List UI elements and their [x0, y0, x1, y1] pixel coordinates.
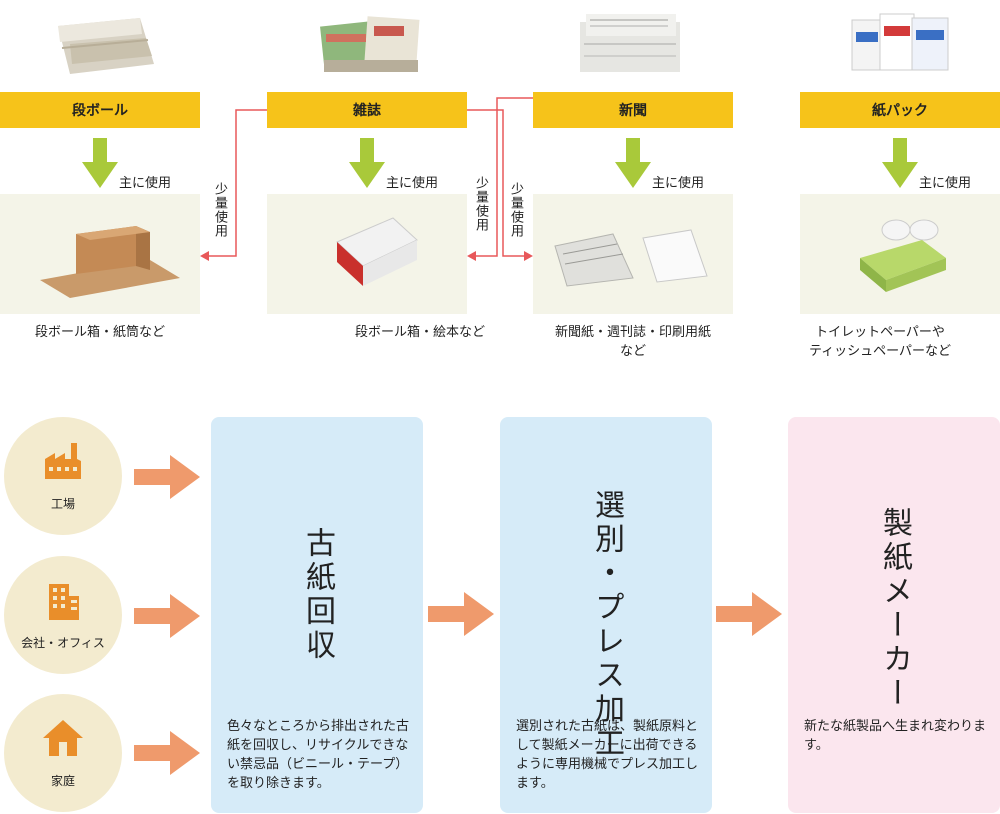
- source-home: 家庭: [4, 694, 122, 812]
- small-use-label: 少量使用: [473, 176, 488, 232]
- newspaper-paper-photo: [554, 229, 708, 287]
- small-use-connectors: [200, 97, 533, 261]
- magazine-stack-photo: [320, 16, 420, 72]
- caption-magazine: 段ボール箱・絵本など: [354, 325, 485, 340]
- flow-arrow: [134, 594, 200, 638]
- stage-title: 選別・プレス加工: [589, 489, 624, 761]
- factory-icon: [45, 443, 81, 479]
- stage-title: 古紙回収: [300, 527, 335, 663]
- flow-arrow: [134, 455, 200, 499]
- source-office: 会社・オフィス: [4, 556, 122, 674]
- stage-sorting-press: 選別・プレス加工 選別された古紙は、製紙原料として製紙メーカーに出荷できるように…: [500, 417, 712, 813]
- picture-book-photo: [336, 217, 418, 286]
- house-icon: [43, 720, 83, 756]
- stage-title: 製紙メーカー: [877, 507, 912, 711]
- newspaper-stack-photo: [580, 14, 680, 72]
- small-use-arrowhead: [524, 251, 533, 261]
- product-box-newspaper: [533, 194, 733, 314]
- small-use-label: 少量使用: [212, 182, 227, 238]
- stage-description: 新たな紙製品へ生まれ変わります。: [804, 719, 987, 753]
- stage-collection: 古紙回収 色々なところから排出された古紙を回収し、リサイクルできない禁忌品（ビニ…: [211, 417, 423, 813]
- main-use-arrow: [615, 138, 651, 188]
- main-use-label: 主に使用: [919, 176, 972, 191]
- flow-arrow: [716, 592, 782, 636]
- cardboard-box-photo: [40, 226, 180, 298]
- main-use-arrow: [349, 138, 385, 188]
- product-box-milk-carton: [800, 194, 1000, 314]
- milk-carton-stack-photo: [851, 13, 949, 71]
- source-label: 会社・オフィス: [21, 636, 105, 650]
- main-use-arrow: [882, 138, 918, 188]
- caption-cardboard: 段ボール箱・紙筒など: [34, 325, 165, 340]
- small-use-arrowhead: [467, 251, 476, 261]
- stage-description: 選別された古紙は、製紙原料として製紙メーカーに出荷できるように専用機械でプレス加…: [516, 719, 699, 791]
- stage-description: 色々なところから排出された古紙を回収し、リサイクルできない禁忌品（ビニール・テー…: [227, 719, 410, 791]
- cardboard-stack-photo: [58, 18, 154, 74]
- tissue-toilet-paper-photo: [860, 219, 946, 292]
- stage-paper-maker: 製紙メーカー 新たな紙製品へ生まれ変わります。: [788, 417, 1000, 813]
- office-building-icon: [49, 584, 79, 620]
- small-use-label: 少量使用: [508, 182, 523, 238]
- product-box-cardboard: [0, 194, 200, 314]
- flow-arrow: [134, 731, 200, 775]
- category-magazine: 雑誌: [267, 92, 467, 128]
- main-use-label: 主に使用: [386, 176, 439, 191]
- small-use-arrowhead: [200, 251, 209, 261]
- caption-newspaper: 新聞紙・週刊誌・印刷用紙 など: [554, 325, 711, 359]
- category-cardboard: 段ボール: [0, 92, 200, 128]
- category-milk-carton: 紙パック: [800, 92, 1000, 128]
- source-factory: 工場: [4, 417, 122, 535]
- flow-arrow: [428, 592, 494, 636]
- caption-milk-carton: トイレットペーパーや ティッシュペーパーなど: [808, 325, 952, 359]
- main-use-arrow: [82, 138, 118, 188]
- source-label: 家庭: [50, 774, 75, 788]
- source-label: 工場: [50, 497, 75, 511]
- main-use-label: 主に使用: [652, 176, 705, 191]
- category-newspaper: 新聞: [533, 92, 733, 128]
- product-box-magazine: [267, 194, 467, 314]
- main-use-label: 主に使用: [119, 176, 172, 191]
